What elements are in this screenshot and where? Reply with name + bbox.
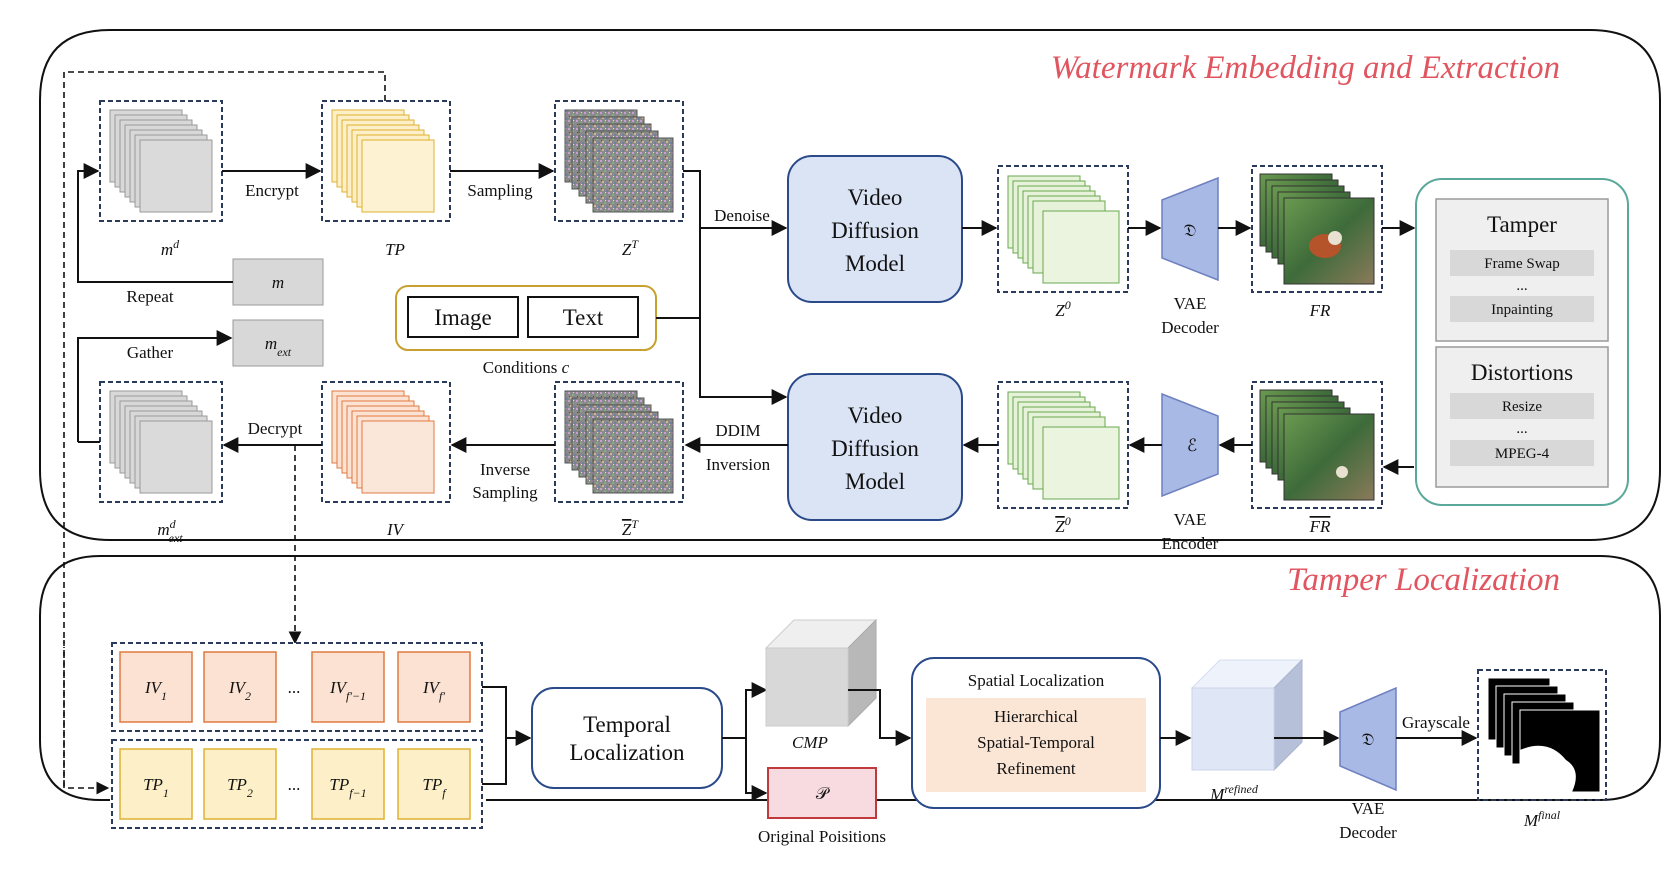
z0bar-frame-stack <box>1007 391 1120 500</box>
fr-label: FR <box>1309 301 1331 320</box>
distortion-item-2: ... <box>1516 421 1527 437</box>
tamper-item-1: Frame Swap <box>1484 256 1559 272</box>
md-dashed-frame <box>99 100 223 222</box>
iv-label: IV <box>386 520 406 539</box>
tamper-item-2: ... <box>1516 278 1527 294</box>
line-zt-denoise <box>683 170 788 236</box>
iv-row-frame <box>111 644 483 740</box>
text-label: Text <box>563 305 604 330</box>
m-box <box>232 258 324 306</box>
ztbar-noise-stack <box>564 390 674 494</box>
zt-label: ZT <box>622 237 639 259</box>
inverse-sampling-1: Inverse <box>480 460 530 479</box>
frbar-label: FR <box>1309 517 1331 536</box>
vdm-bottom-line2: Diffusion <box>831 436 919 461</box>
z0bar-label: Z0 <box>1055 514 1070 536</box>
ztbar-dashed-frame <box>554 381 684 503</box>
tp-frame-stack <box>331 109 435 213</box>
gather-label: Gather <box>127 343 174 362</box>
iv-dashed-frame <box>321 381 451 503</box>
arrow-repeat <box>77 163 233 283</box>
repeat-label: Repeat <box>126 287 173 306</box>
tamper-item-3: Inpainting <box>1491 302 1553 318</box>
top-panel-title: Watermark Embedding and Extraction <box>1051 50 1560 86</box>
distortion-item-1: Resize <box>1502 399 1542 415</box>
vae-decoder-l2: Decoder <box>1161 318 1219 337</box>
tp-row-frame <box>111 745 483 841</box>
vae-encoder-l1: VAE <box>1174 510 1207 529</box>
inverse-sampling-2: Sampling <box>472 483 538 502</box>
dashed-md-tp-link <box>63 71 386 795</box>
iv-frame-stack <box>331 390 435 494</box>
zt-noise-stack <box>564 109 674 213</box>
sampling-label: Sampling <box>467 181 533 200</box>
m-ext-box <box>232 319 324 367</box>
arrow-gather <box>77 330 233 442</box>
top-panel-border <box>39 29 1661 541</box>
vdm-bottom-box <box>787 373 963 521</box>
vae-encoder-l2: Encoder <box>1162 534 1219 553</box>
mdext-frame-stack <box>109 390 213 494</box>
tamper-item-1-bg <box>1450 250 1594 276</box>
distortions-title: Distortions <box>1471 360 1573 385</box>
text-box <box>527 296 639 338</box>
tamper-item-3-bg <box>1450 296 1594 322</box>
tamper-title: Tamper <box>1487 212 1557 237</box>
image-box <box>407 296 519 338</box>
m-label: m <box>272 273 284 292</box>
tp-label: TP <box>385 240 405 259</box>
conditions-label: Conditions c <box>483 358 570 377</box>
vdm-top-line2: Diffusion <box>831 218 919 243</box>
ztbar-label: ZT <box>622 517 639 539</box>
line-conditions <box>656 228 701 319</box>
encrypt-label: Encrypt <box>245 181 299 200</box>
ddim-label-2: Inversion <box>706 455 771 474</box>
line-conditions-down <box>699 318 788 405</box>
vdm-top-line3: Model <box>845 251 905 276</box>
decrypt-label: Decrypt <box>248 419 303 438</box>
vae-encoder-trapezoid <box>1161 392 1219 498</box>
distortion-item-3: MPEG-4 <box>1495 446 1550 462</box>
vae-decoder-l1: VAE <box>1174 294 1207 313</box>
bottom-panel-title: Tamper Localization <box>1287 562 1560 598</box>
frbar-video-frames <box>1259 389 1375 501</box>
vdm-bottom-line1: Video <box>848 403 903 428</box>
denoise-label: Denoise <box>714 206 770 225</box>
distortion-item-3-bg <box>1450 440 1594 466</box>
zt-dashed-frame <box>554 100 684 222</box>
fr-video-frames <box>1259 173 1375 285</box>
image-label: Image <box>434 305 491 330</box>
z0-frame-stack <box>1007 175 1120 284</box>
z0-label: Z0 <box>1055 298 1070 320</box>
encoder-symbol: ℰ <box>1187 436 1197 455</box>
md-label: md <box>161 237 180 259</box>
distortion-item-1-bg <box>1450 393 1594 419</box>
tp-dashed-frame <box>321 100 451 222</box>
decoder-symbol: 𝔇 <box>1184 221 1197 240</box>
vdm-top-line1: Video <box>848 185 903 210</box>
vdm-bottom-line3: Model <box>845 469 905 494</box>
vae-decoder-trapezoid <box>1161 176 1219 282</box>
md-frame-stack <box>109 109 213 213</box>
ddim-label-1: DDIM <box>715 421 760 440</box>
